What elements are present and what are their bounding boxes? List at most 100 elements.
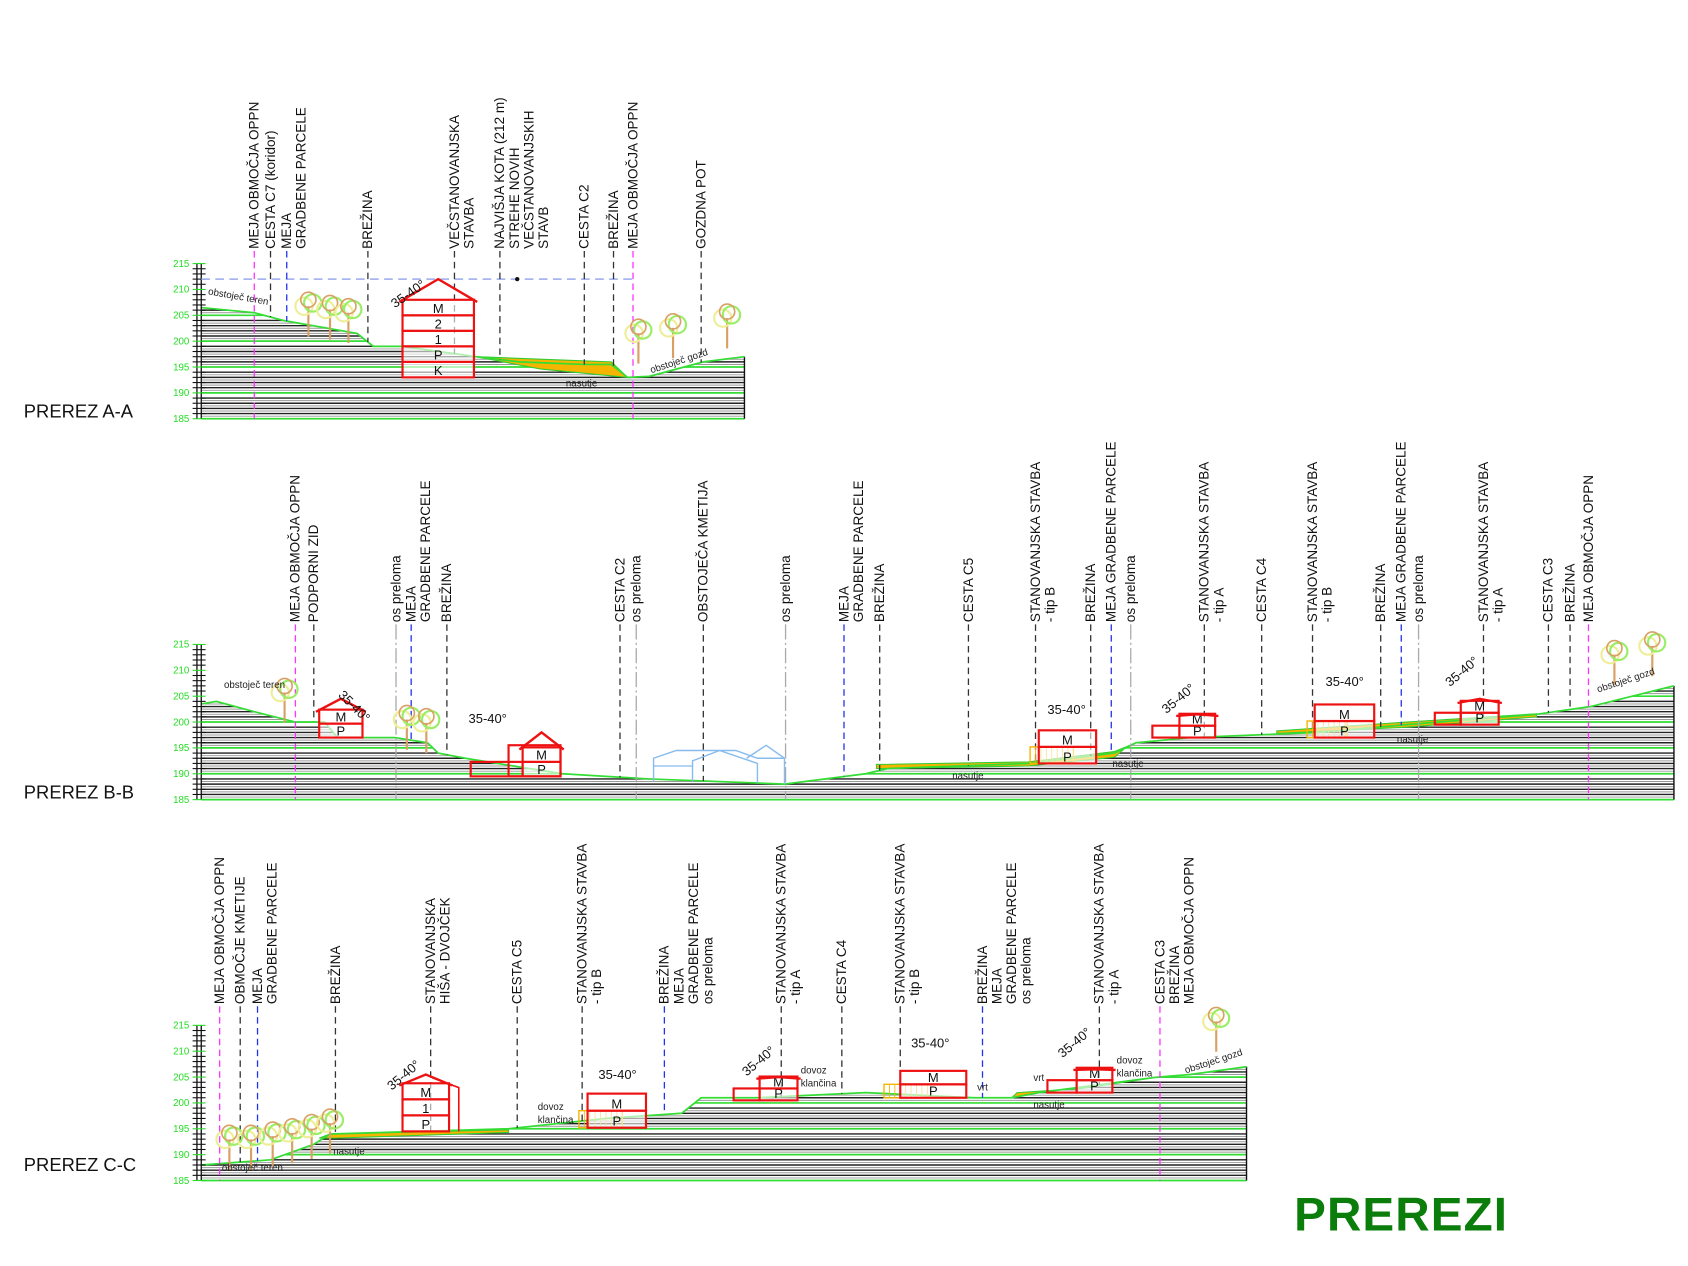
annotation-text: CESTA C3 — [1541, 558, 1556, 622]
annotation-text: GRADBENE PARCELE — [1004, 862, 1019, 1004]
annotation-text: STANOVANJSKA STAVBA — [893, 844, 908, 1004]
tree-icon — [215, 1124, 244, 1170]
annotation-text: - tip A — [1106, 970, 1121, 1005]
annotation-label: CESTA C4 — [834, 939, 849, 1094]
axis-tick-label: 195 — [173, 362, 189, 373]
roof-pitch-label: 35-40° — [1055, 1024, 1094, 1060]
annotation-label: CESTA C3 — [1541, 558, 1556, 713]
annotation-text: STREHE NOVIH — [507, 147, 522, 248]
annotation-label: MEJA OBMOČJA OPPN — [212, 857, 227, 1181]
annotation-text: GRADBENE PARCELE — [418, 480, 433, 622]
floor — [401, 298, 476, 317]
roof — [398, 277, 478, 303]
annotation-label: STANOVANJSKA STAVBA- tip B — [1028, 462, 1057, 763]
tree-icon — [658, 312, 688, 359]
annotation-label: BREŽINA — [439, 564, 454, 755]
annotation-label: CESTA C7 (koridor) — [263, 130, 278, 318]
annotation-text: os preloma — [388, 555, 403, 622]
floor-label: M — [1062, 733, 1073, 748]
annotation-text: STAVB — [536, 207, 551, 249]
annotation-label: os preloma — [388, 555, 403, 800]
annotation-text: BREŽINA — [1083, 564, 1098, 623]
axis-tick-label: 215 — [173, 259, 189, 270]
tree-icon — [236, 1124, 266, 1170]
annotation-text: os preloma — [1411, 555, 1426, 622]
annotation-label: STANOVANJSKA STAVBA- tip A — [1197, 462, 1226, 738]
axis-tick-label: 210 — [173, 1046, 190, 1057]
annotation-label: STANOVANJSKA STAVBA- tip B — [574, 844, 604, 1121]
annotation-label: BREŽINA — [1562, 564, 1577, 710]
annotation-text: BREŽINA — [872, 564, 887, 623]
floor — [401, 1082, 451, 1101]
roof-pitch-label: 35-40° — [598, 1067, 636, 1082]
annotation-text: MEJA — [836, 586, 851, 622]
annotation-text: GRADBENE PARCELE — [294, 107, 309, 249]
floor-label: 1 — [435, 332, 442, 347]
floor-label: M — [433, 301, 444, 316]
terrain-note: dovoz — [801, 1065, 827, 1076]
floor — [1075, 1066, 1114, 1082]
axis-tick-label: 205 — [173, 691, 189, 702]
annotation-label: BREŽINA — [328, 946, 343, 1134]
floor-label: P — [612, 1114, 621, 1129]
tree-icon — [412, 707, 441, 754]
annotation-text: - tip B — [1319, 587, 1334, 622]
annotation-text: STANOVANJSKA STAVBA — [1197, 462, 1212, 622]
annotation-text: MEJA — [671, 968, 686, 1004]
annotation-text: NAJVIŠJA KOTA (212 m) — [492, 97, 507, 248]
annotation-label: CESTA C5 — [510, 940, 525, 1128]
annex — [507, 744, 562, 778]
axis-tick-label: 185 — [173, 414, 189, 425]
annotation-text: MEJA OBMOČJA OPPN — [247, 102, 262, 249]
terrain-note: vrt — [1033, 1073, 1044, 1084]
roof-pitch-label: 35-40° — [739, 1043, 778, 1079]
section-title: PREREZ A-A — [24, 401, 134, 422]
floor-label: M — [536, 748, 547, 763]
floor-label: P — [337, 723, 346, 738]
annotation-text: STANOVANJSKA — [423, 898, 438, 1004]
tree-icon — [392, 704, 421, 750]
annotation-label: os preloma — [778, 555, 793, 800]
annotation-text: BREŽINA — [328, 946, 343, 1005]
floor-label: P — [1340, 723, 1349, 738]
max-height-marker — [515, 276, 520, 282]
annex — [1151, 724, 1181, 739]
tree-icon — [297, 1113, 326, 1159]
axis-tick-label: 210 — [173, 285, 190, 296]
annotation-text: CESTA C5 — [510, 940, 525, 1004]
tree-icon — [1600, 639, 1629, 685]
annotation-text: - tip B — [1042, 587, 1057, 622]
terrain-note: nasutje — [952, 771, 983, 782]
floor-label: M — [611, 1097, 622, 1112]
roof-pitch-label: 35-40° — [1326, 674, 1364, 689]
annotation-text: CESTA C3 — [1152, 940, 1167, 1004]
axis-tick-label: 185 — [173, 795, 189, 806]
annotation-label: PODPORNI ZID — [306, 524, 321, 723]
annotation-text: HIŠA - DVOJČEK — [438, 897, 453, 1004]
annotation-text: MEJA GRADBENE PARCELE — [1394, 441, 1409, 622]
annotation-text: - tip B — [589, 969, 604, 1004]
floor-label: M — [1089, 1066, 1100, 1081]
floor — [1313, 703, 1376, 723]
drawing-title: PREREZI — [1294, 1188, 1508, 1241]
annotation-text: CESTA C7 (koridor) — [263, 130, 278, 248]
annotation-text: STANOVANJSKA STAVBA — [574, 844, 589, 1004]
annotation-label: STANOVANJSKA STAVBA- tip B — [1305, 462, 1334, 733]
tree-icon — [258, 1121, 287, 1167]
annotation-text: OBMOČJE KMETIJE — [233, 876, 248, 1004]
annotation-text: os preloma — [701, 937, 716, 1004]
axis-tick-label: 205 — [173, 1072, 189, 1083]
